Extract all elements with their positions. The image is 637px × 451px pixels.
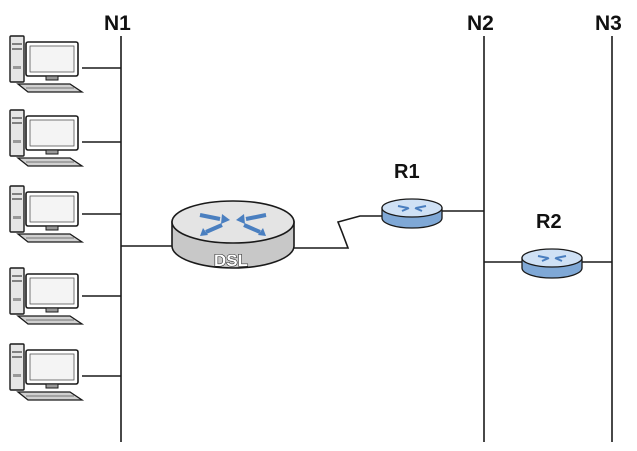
network-n1-label: N1 [104, 12, 131, 35]
desktop-computer-icon [9, 343, 83, 401]
wan-link [294, 215, 384, 249]
network-n3-label: N3 [595, 12, 622, 35]
desktop-computer-icon [9, 109, 83, 167]
router-arrows-icon [199, 213, 267, 236]
router-r2-label: R2 [536, 211, 562, 233]
router-r1: R1 [381, 161, 484, 229]
dsl-router-label: DSL [214, 251, 248, 270]
computer-3 [9, 185, 121, 243]
router-r1-label: R1 [394, 161, 420, 183]
computer-5 [9, 343, 121, 401]
desktop-computer-icon [9, 35, 83, 93]
router-r2: R2 [484, 211, 612, 279]
desktop-computer-icon [9, 185, 83, 243]
computer-4 [9, 267, 121, 325]
dsl-router: DSL [121, 200, 295, 271]
router-icon [521, 248, 583, 279]
computer-1 [9, 35, 121, 93]
router-icon [381, 198, 443, 229]
network-n2-label: N2 [467, 12, 494, 35]
desktop-computer-icon [9, 267, 83, 325]
computer-2 [9, 109, 121, 167]
